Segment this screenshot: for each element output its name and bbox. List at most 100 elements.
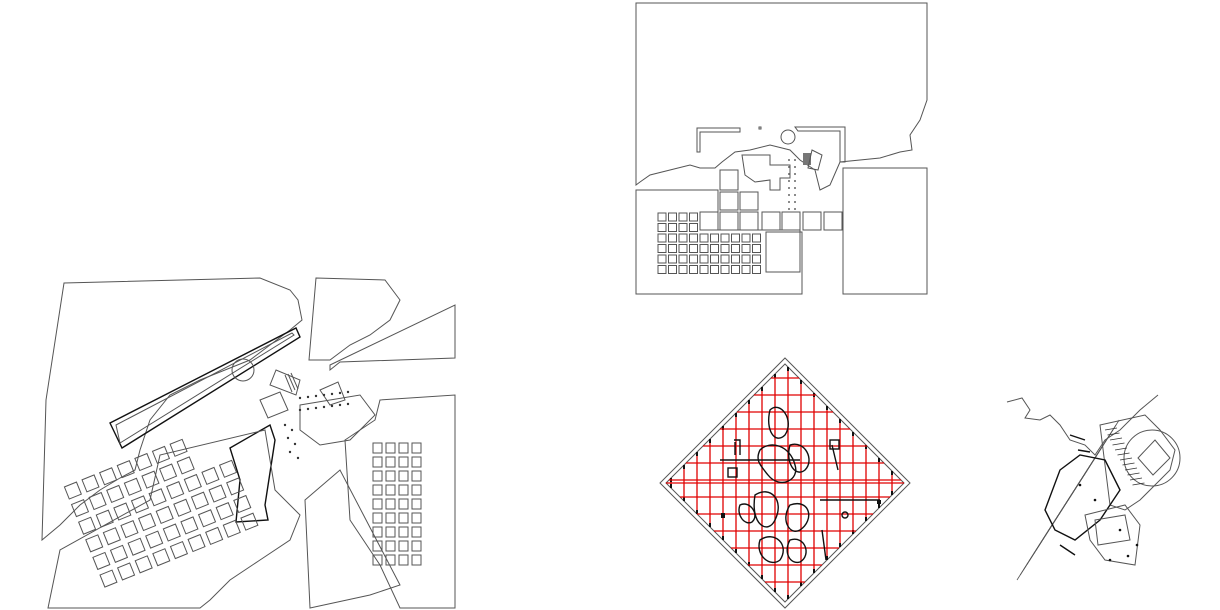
- hatch-line: [1117, 452, 1130, 456]
- grid-cell: [85, 534, 104, 553]
- hatch-line: [1129, 477, 1143, 481]
- grid-cell: [752, 254, 761, 264]
- hatch-line: [1127, 472, 1140, 476]
- grid-cell: [678, 223, 688, 232]
- grid-cell: [183, 473, 202, 493]
- hatch-line: [1114, 447, 1128, 451]
- hatch-line: [1124, 467, 1138, 471]
- grid-cell: [372, 540, 383, 552]
- grid-cell: [226, 477, 245, 496]
- axonometric-hatching: [1016, 419, 1145, 581]
- grid-cell: [710, 244, 719, 253]
- plan-rotated-left: [41, 277, 456, 609]
- grid-cell: [668, 223, 677, 232]
- grid-cell: [741, 254, 751, 264]
- grid-cell: [678, 244, 688, 253]
- grid-cell: [106, 484, 125, 504]
- small-block-grid-right: [372, 442, 422, 566]
- grid-cell: [699, 254, 709, 264]
- grid-cell: [668, 265, 677, 274]
- grid-cell: [411, 540, 422, 552]
- grid-cell: [77, 516, 97, 535]
- grid-cell: [372, 554, 383, 566]
- grid-cell: [70, 499, 90, 518]
- grid-cell: [398, 442, 409, 454]
- grid-cell: [372, 498, 383, 510]
- grid-cell: [134, 555, 153, 574]
- grid-cell: [657, 244, 667, 253]
- grid-cell: [657, 254, 667, 264]
- grid-cell: [398, 540, 409, 552]
- grid-cell: [385, 554, 396, 566]
- grid-cell: [81, 474, 100, 493]
- grid-cell: [668, 212, 677, 222]
- grid-cell: [162, 523, 181, 542]
- grid-cell: [218, 459, 238, 478]
- axonometric-small: [1006, 394, 1181, 581]
- grid-cell: [215, 502, 234, 521]
- grid-cell: [689, 223, 698, 232]
- grid-cell: [411, 526, 422, 538]
- grid-cell: [710, 265, 719, 274]
- grid-cell: [411, 512, 422, 524]
- grid-cell: [372, 484, 383, 496]
- grid-cell: [741, 233, 751, 243]
- grid-cell: [398, 498, 409, 510]
- grid-cell: [731, 233, 740, 243]
- grid-cell: [127, 537, 146, 556]
- grid-cell: [222, 519, 241, 538]
- hatch-line: [1119, 457, 1133, 461]
- grid-cell: [385, 526, 396, 538]
- grid-cell: [372, 470, 383, 482]
- grid-cell: [411, 442, 422, 454]
- grid-cell: [752, 265, 761, 274]
- grid-cell: [372, 456, 383, 468]
- grid-cell: [109, 544, 129, 563]
- grid-cell: [208, 484, 227, 503]
- hatch-line: [1112, 442, 1125, 446]
- grid-cell: [720, 233, 730, 243]
- grid-cell: [689, 265, 698, 274]
- grid-cell: [689, 233, 698, 243]
- grid-cell: [385, 484, 396, 496]
- grid-cell: [201, 466, 220, 486]
- grid-cell: [166, 481, 185, 500]
- grid-cell: [731, 265, 740, 274]
- grid-cell: [205, 526, 224, 545]
- grid-cell: [187, 533, 206, 553]
- grid-cell: [385, 456, 396, 468]
- hatch-line: [1104, 427, 1118, 431]
- grid-cell: [699, 233, 709, 243]
- grid-cell: [398, 484, 409, 496]
- grid-cell: [233, 494, 252, 514]
- grid-cell: [398, 554, 409, 566]
- grid-cell: [668, 244, 677, 253]
- grid-cell: [657, 223, 667, 232]
- grid-cell: [197, 509, 217, 528]
- grid-cell: [134, 452, 153, 472]
- grid-cell: [372, 526, 383, 538]
- grid-cell: [657, 212, 667, 222]
- grid-cell: [123, 477, 142, 496]
- grid-cell: [710, 233, 719, 243]
- hatch-line: [1107, 432, 1120, 436]
- grid-cell: [689, 212, 698, 222]
- grid-cell: [731, 244, 740, 253]
- hatch-line: [1122, 462, 1135, 466]
- grid-cell: [398, 470, 409, 482]
- grid-cell: [741, 244, 751, 253]
- grid-cell: [689, 254, 698, 264]
- grid-cell: [678, 212, 688, 222]
- grid-cell: [92, 551, 111, 571]
- grid-cell: [240, 512, 259, 531]
- grid-cell: [158, 463, 178, 482]
- grid-cell: [102, 527, 121, 546]
- small-block-grid-left: [63, 438, 259, 588]
- grid-cell: [385, 512, 396, 524]
- grid-cell: [678, 265, 688, 274]
- grid-cell: [398, 526, 409, 538]
- grid-cell: [180, 516, 199, 535]
- grid-cell: [699, 265, 709, 274]
- grid-cell: [95, 509, 114, 528]
- grid-cell: [699, 244, 709, 253]
